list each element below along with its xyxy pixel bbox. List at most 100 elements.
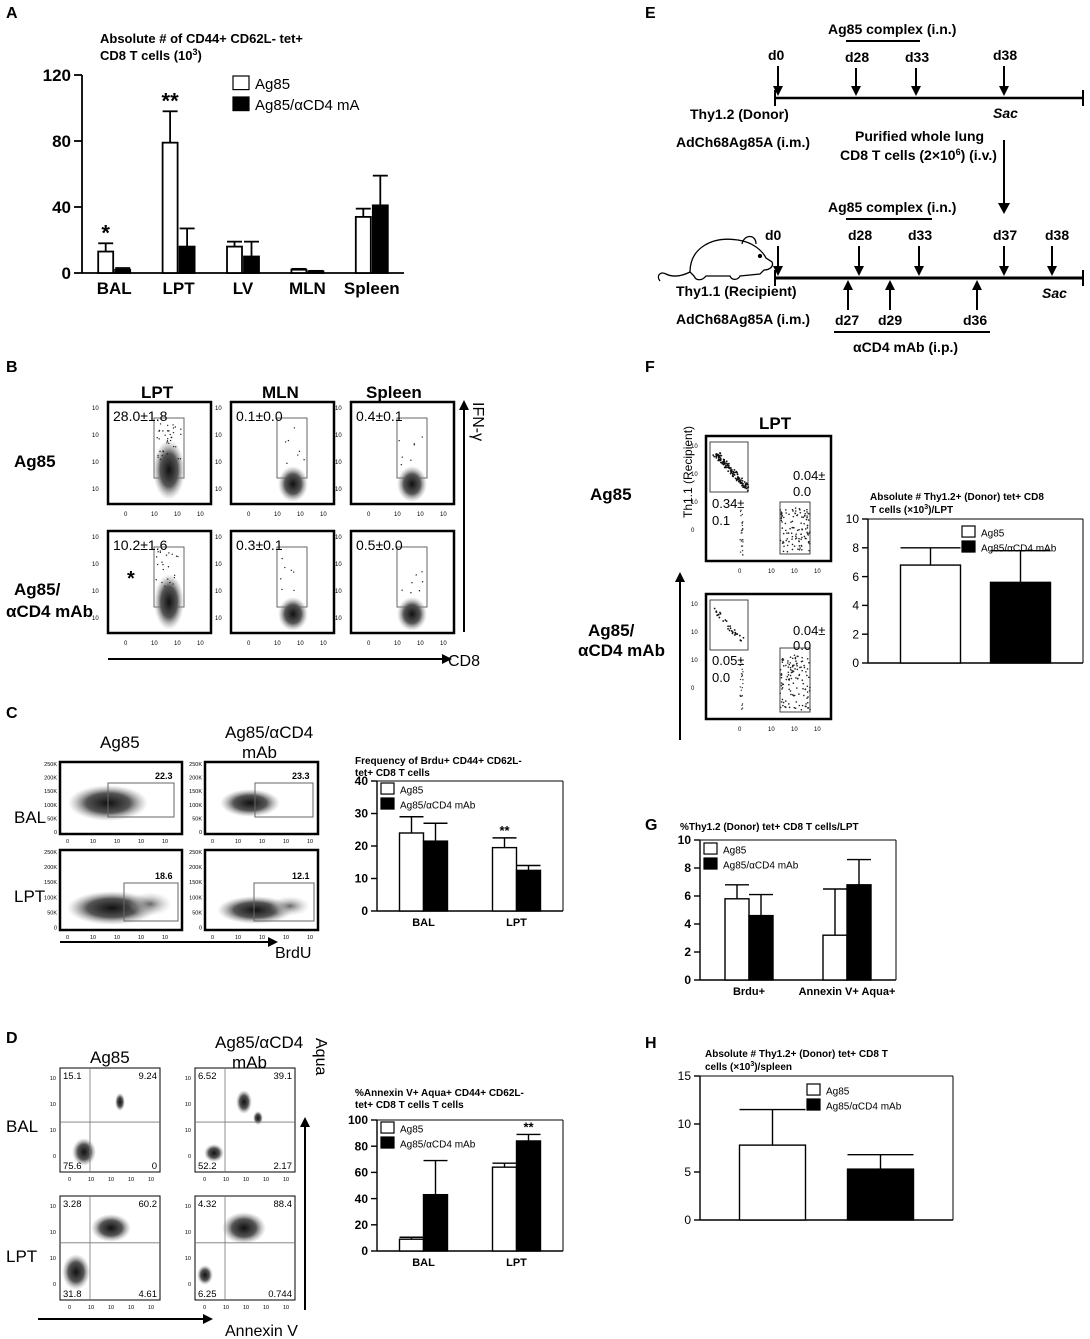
event-dot [739,659,742,662]
event-dot [168,552,170,554]
event-dot [728,466,730,469]
event-dot [779,706,782,709]
category-label: Brdu+ [733,986,765,998]
x-tick-label: 10 [259,935,265,941]
flow-gate [253,882,315,922]
event-dot [807,707,809,709]
event-dot [177,555,179,558]
event-dot [808,689,811,692]
event-dot [157,551,159,553]
panel-letter-a: A [6,5,18,22]
y-tick-label: 0 [54,830,57,836]
y-tick-label: 10 [50,1256,56,1262]
event-dot [741,532,743,534]
flow-plot-frame [106,529,213,635]
chart-f-title-line2: T cells (×103)/LPT [870,504,953,516]
event-dot [733,634,736,636]
y-tick-label: 4 [852,599,859,613]
x-tick-label: 0 [66,935,69,941]
event-dot [800,533,802,536]
event-dot [796,655,799,658]
event-dot [741,524,744,527]
y-tick-label: 15 [678,1069,692,1083]
event-dot [180,433,182,436]
flow-plot-frame [194,1195,296,1301]
schema-day: d38 [1045,227,1069,243]
legend-label: Ag85 [981,528,1005,539]
legend-label: Ag85 [826,1086,850,1097]
event-dot [803,515,806,517]
event-dot [784,529,787,532]
x-tick-label: 0 [367,641,371,647]
flow-f-row-ag85cd4-l2: αCD4 mAb [578,641,665,660]
quadrant-value: 9.24 [139,1071,158,1082]
x-tick-label: 10 [108,1177,114,1183]
event-dot [745,487,748,490]
event-dot [171,553,173,555]
event-dot [789,690,792,692]
event-dot [281,588,283,591]
y-tick-label: 10 [215,562,222,568]
event-dot [805,537,807,540]
y-tick-label: 10 [335,487,342,493]
event-dot [806,532,809,535]
event-dot [746,486,749,489]
quadrant-value: 88.4 [274,1199,293,1210]
event-dot [798,548,801,551]
event-dot [808,676,810,679]
legend-swatch [380,797,395,810]
event-dot [795,660,797,662]
event-dot [780,517,783,520]
event-dot [800,548,803,551]
bar [178,245,196,274]
event-dot [789,662,792,664]
event-dot [788,663,791,666]
flow-b-value: 0.1±0.0 [236,408,283,424]
y-tick-label: 100K [189,803,202,809]
flow-f-y-axis-arrowhead [675,572,685,582]
event-dot [807,534,810,536]
x-tick-label: 10 [174,641,181,647]
x-tick-label: 10 [138,935,144,941]
flow-c-row-lpt: LPT [14,887,45,906]
schema-donor-label: Thy1.2 (Donor) [690,106,789,122]
bar [491,1166,518,1252]
event-dot [733,468,736,471]
flow-plot-frame [704,592,833,721]
event-dot [413,444,415,446]
event-dot [179,458,182,460]
quadrant-value: 60.2 [139,1199,158,1210]
quadrant-value: 52.2 [198,1161,217,1172]
event-dot [802,516,805,519]
event-dot [806,685,809,688]
flow-gate [123,882,179,922]
event-dot [741,477,743,480]
event-dot [792,682,795,684]
event-dot [791,694,794,696]
flow-plot-frame [349,529,456,635]
legend-swatch [380,782,395,795]
event-dot [741,549,744,552]
y-tick-label: 10 [92,406,99,412]
x-tick-label: 0 [367,512,371,518]
event-dot [798,528,800,531]
event-dot [421,571,423,573]
event-dot [720,454,723,457]
schema-arrowhead [773,86,783,96]
event-dot [167,437,169,440]
event-dot [794,510,797,512]
flow-c-value: 12.1 [292,871,310,881]
event-dot [801,528,803,530]
x-tick-label: 10 [274,512,281,518]
x-tick-label: 10 [223,1177,229,1183]
event-dot [725,620,728,623]
flow-events [397,597,427,631]
event-dot [794,668,796,670]
panel-c: Ag85 Ag85/αCD4 mAb BAL LPT 22.3 23.3 18.… [14,723,320,962]
event-dot [806,511,808,513]
x-tick-label: 0 [738,727,742,733]
event-dot [786,675,789,678]
quadrant-value: 75.6 [63,1161,82,1172]
event-dot [808,513,811,515]
flow-f-value: 0.05± [712,653,744,668]
